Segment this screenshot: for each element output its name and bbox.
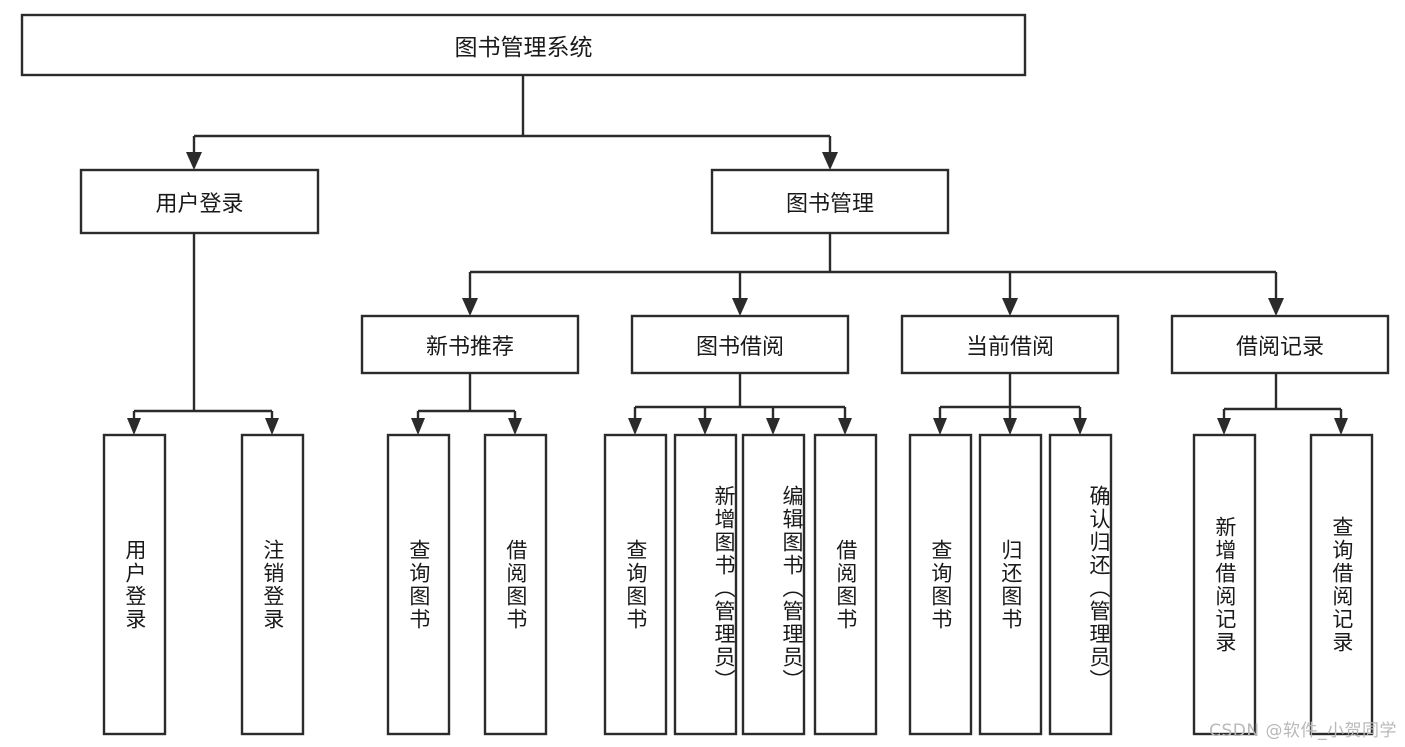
node-box-user-login[interactable]: [79, 168, 320, 235]
arrow-head-leaf-13: [1334, 418, 1348, 435]
node-box-leaf-01[interactable]: [102, 433, 167, 736]
node-box-leaf-09[interactable]: [908, 433, 973, 736]
connector-group-book-borrow: [628, 373, 852, 435]
node-box-book-borrow[interactable]: [630, 314, 850, 375]
node-box-new-book-rec[interactable]: [360, 314, 580, 375]
arrow-head-leaf-07: [766, 418, 780, 435]
arrow-head-borrow-log: [1268, 298, 1284, 316]
node-box-borrow-log[interactable]: [1170, 314, 1390, 375]
connector-group-new-book-rec: [411, 373, 522, 435]
arrow-head-leaf-11: [1073, 418, 1087, 435]
arrow-head-leaf-01: [127, 418, 141, 435]
node-box-book-manage[interactable]: [710, 168, 950, 235]
arrow-head-book-manage: [822, 152, 838, 170]
node-box-cur-borrow[interactable]: [900, 314, 1120, 375]
arrow-head-leaf-02: [265, 418, 279, 435]
connector-group-user-login: [127, 233, 279, 435]
arrow-head-user-login: [186, 152, 202, 170]
node-box-leaf-12[interactable]: [1192, 433, 1257, 736]
connector-group-borrow-log: [1217, 373, 1348, 435]
arrow-head-leaf-05: [628, 418, 642, 435]
node-box-leaf-13[interactable]: [1309, 433, 1374, 736]
arrow-head-new-book-rec: [462, 298, 478, 316]
connector-group-book-manage: [462, 233, 1284, 316]
arrow-head-leaf-08: [838, 418, 852, 435]
connector-group-root: [186, 75, 838, 170]
node-box-leaf-06[interactable]: [673, 433, 738, 736]
node-box-leaf-03[interactable]: [386, 433, 451, 736]
arrow-head-leaf-06: [698, 418, 712, 435]
node-box-leaf-02[interactable]: [240, 433, 305, 736]
connector-group-cur-borrow: [933, 373, 1087, 435]
node-box-leaf-04[interactable]: [483, 433, 548, 736]
node-box-leaf-07[interactable]: [741, 433, 806, 736]
node-box-root[interactable]: [20, 13, 1027, 77]
node-box-leaf-11[interactable]: [1048, 433, 1113, 736]
arrow-head-leaf-04: [508, 418, 522, 435]
csdn-watermark: CSDN @软件_小贺同学: [1209, 721, 1397, 741]
arrow-head-leaf-10: [1003, 418, 1017, 435]
node-box-leaf-05[interactable]: [603, 433, 668, 736]
node-box-leaf-10[interactable]: [978, 433, 1043, 736]
arrow-head-leaf-12: [1217, 418, 1231, 435]
node-box-leaf-08[interactable]: [813, 433, 878, 736]
arrow-head-book-borrow: [732, 298, 748, 316]
arrow-head-leaf-09: [933, 418, 947, 435]
arrow-head-cur-borrow: [1002, 298, 1018, 316]
arrow-head-leaf-03: [411, 418, 425, 435]
